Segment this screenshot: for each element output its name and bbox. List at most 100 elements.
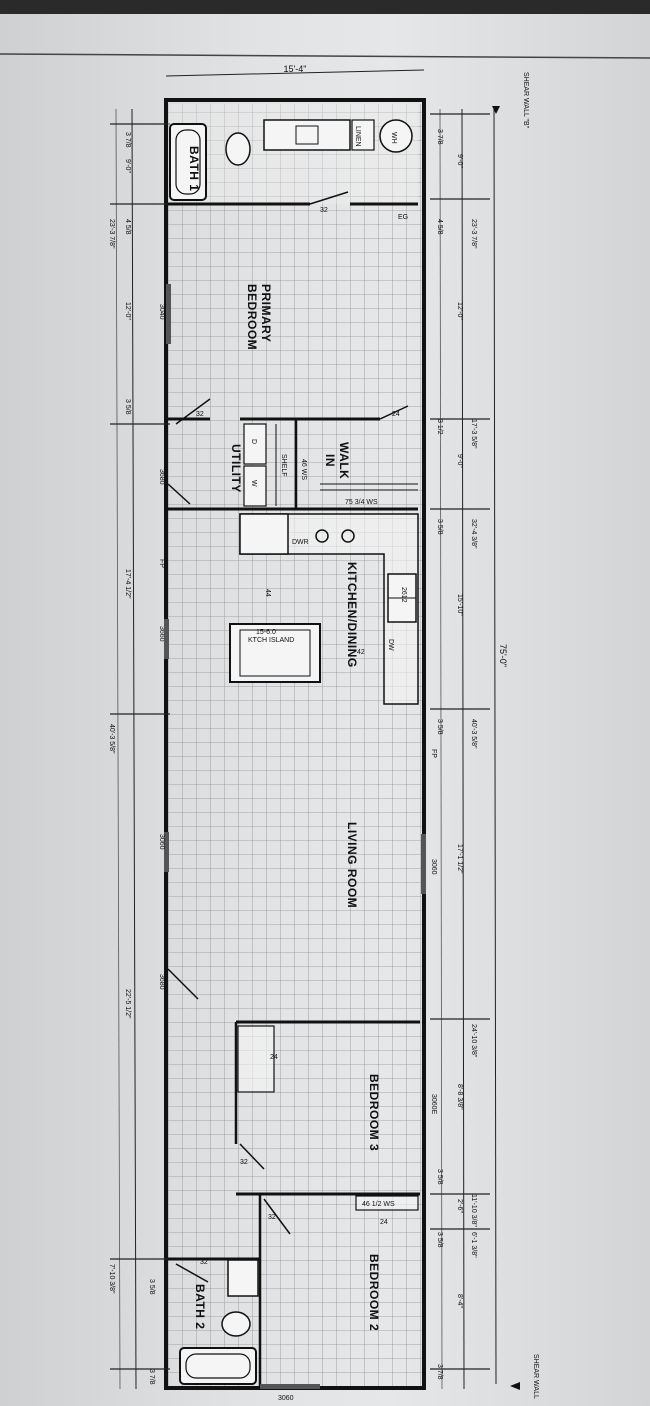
bedroom2-closet xyxy=(355,1195,419,1211)
washer xyxy=(243,465,267,507)
dim-left-9: 3 5/8 xyxy=(148,1279,155,1295)
dim-right-5: 3 1/2 xyxy=(436,419,443,435)
bedroom2-closet-label: 24 xyxy=(380,1219,388,1226)
dim-right-15: 8'-8 3/8" xyxy=(456,1084,463,1110)
living-window-right xyxy=(421,834,426,894)
water-heater xyxy=(379,119,413,153)
bedroom2-window xyxy=(260,1384,320,1389)
burner-2 xyxy=(341,529,355,543)
room-label-kitchen: KITCHEN/DINING xyxy=(345,562,359,668)
toilet-2 xyxy=(221,1311,251,1337)
dim-left-11: 3 7/8 xyxy=(148,1369,155,1385)
dwr-label: DWR xyxy=(292,539,309,546)
bathtub-2 xyxy=(179,1347,257,1385)
dim-right-20: 6'-1 3/8" xyxy=(470,1232,477,1258)
dryer xyxy=(243,423,267,465)
room-label-utility: UTILITY xyxy=(229,444,243,493)
kitchen-area: DWR DW KTCH ISLAND 15-6.0 KITCHEN/DINING… xyxy=(158,513,419,705)
dim-right-12: 3 5/8 xyxy=(436,719,443,735)
dim-right-9: 3 5/8 xyxy=(436,519,443,535)
walkin-shelf-label: 75 3/4 WS xyxy=(345,499,378,506)
bedroom3-window-label: 3060E xyxy=(430,1094,437,1115)
width-dim-label: 15'-4" xyxy=(284,64,307,74)
primary-door-icon xyxy=(175,398,211,425)
toilet-1 xyxy=(225,132,251,166)
dim-right-3: 23'-3 7/8" xyxy=(470,219,477,249)
kitchen-window-label: 2612 xyxy=(400,587,407,603)
bath1-door-icon xyxy=(309,191,349,205)
bedroom3-area: BEDROOM 3 3060E 32 24 xyxy=(234,1020,437,1196)
dim-ticks xyxy=(110,113,490,1370)
vanity-1 xyxy=(263,119,351,151)
dim-left-0: 3 7/8 xyxy=(124,132,131,148)
shear-wall-bottom-label: SHEAR WALL xyxy=(532,1354,539,1399)
room-label-walkin-2: IN xyxy=(323,454,337,467)
dim-right-13: 17'-1 1/2" xyxy=(456,844,463,874)
dim-left-1: 9'-0" xyxy=(124,159,131,173)
primary-window xyxy=(166,284,171,344)
island-label: KTCH ISLAND xyxy=(248,637,294,644)
bathtub-1 xyxy=(169,123,207,201)
fp-label-1: FP xyxy=(158,559,165,568)
floor-grid xyxy=(168,104,424,1386)
dim-left-6: 17'-4 1/2" xyxy=(124,569,131,599)
bath2-door-icon xyxy=(175,1263,209,1283)
bedroom3-door-label: 32 xyxy=(240,1159,248,1166)
bath1-door-label: 32 xyxy=(320,207,328,214)
dryer-label: D xyxy=(250,439,257,444)
living-window-left-label: 3060 xyxy=(158,834,165,850)
shear-wall-bottom-arrow xyxy=(510,1382,520,1390)
bedroom3-door-icon xyxy=(239,1143,265,1170)
living-room-area: LIVING ROOM 3060 3060 FP 3680 xyxy=(158,749,437,1000)
kitchen-left-window-label: 3660 xyxy=(158,626,165,642)
room-label-bedroom3: BEDROOM 3 xyxy=(367,1074,381,1151)
left-dim-line xyxy=(131,108,137,1390)
utility-shelf-label: SHELF xyxy=(280,454,287,477)
dim-left-4: 12'-0" xyxy=(124,302,131,320)
length-dim-label: 75'-0" xyxy=(498,644,508,667)
shear-wall-top-arrow xyxy=(492,106,500,114)
dim-right-21: 8'-4" xyxy=(456,1294,463,1308)
room-label-bath2: BATH 2 xyxy=(193,1284,207,1329)
dim-left-3: 23'-3 7/8" xyxy=(108,219,115,249)
dw-label: DW xyxy=(387,639,394,651)
bedroom2-shelf-label: 46 1/2 WS xyxy=(362,1201,395,1208)
dim-right-19: 3 5/8 xyxy=(436,1232,443,1248)
paper-sheet: 15'-4" 75'-0" 3 7/8 9'-0" 4 5/8 23'-3 7/… xyxy=(0,14,650,1406)
dim-left-2: 4 5/8 xyxy=(124,219,131,235)
room-label-bedroom2: BEDROOM 2 xyxy=(367,1254,381,1331)
bedroom2-door-icon xyxy=(263,1198,291,1235)
dim-right-11: 40'-3 5/8" xyxy=(470,719,477,749)
right-dim-line xyxy=(461,108,465,1390)
room-label-living: LIVING ROOM xyxy=(345,822,359,908)
living-window-left xyxy=(164,832,169,872)
bath1-area: BATH 1 LINEN WH 32 EG xyxy=(168,104,418,221)
right-dim-line-2 xyxy=(439,108,443,1390)
primary-bedroom-area: PRIMARY BEDROOM 3040 32 24 xyxy=(158,284,409,425)
utility-ws-label: 46 WS xyxy=(300,459,307,480)
walkin-door-label: 24 xyxy=(392,411,400,418)
dim-44: 44 xyxy=(264,589,271,597)
dim-right-2: 4 5/8 xyxy=(436,219,443,235)
length-dim-line xyxy=(493,105,497,1385)
wh-label: WH xyxy=(390,132,397,144)
width-dim-line xyxy=(165,69,425,77)
walkin-door-icon xyxy=(379,405,409,420)
island-size-label: 15-6.0 xyxy=(256,629,276,636)
fp-label-2: FP xyxy=(430,749,437,758)
floor-plan: 15'-4" 75'-0" 3 7/8 9'-0" 4 5/8 23'-3 7/… xyxy=(0,53,650,1402)
living-window-right-label: 3060 xyxy=(430,859,437,875)
bedroom2-door-label: 32 xyxy=(268,1214,276,1221)
dim-left-8: 22'-5 1/2" xyxy=(124,989,131,1019)
room-label-bath1: BATH 1 xyxy=(187,146,201,191)
left-dim-line-2 xyxy=(115,108,121,1390)
dim-right-10: 15'-10" xyxy=(456,594,463,616)
dim-right-17: 11'-10 3/8" xyxy=(470,1194,477,1227)
utility-door-label: 3680 xyxy=(158,469,165,485)
left-dim-labels: 3 7/8 9'-0" 4 5/8 23'-3 7/8" 12'-0" 3 5/… xyxy=(108,132,155,1385)
dim-right-18: 2'-6" xyxy=(456,1199,463,1213)
front-door-icon xyxy=(167,968,199,1000)
kitchen-island xyxy=(229,623,321,683)
dim-right-8: 32'-4 3/8" xyxy=(470,519,477,549)
dim-left-10: 7'-10 3/8" xyxy=(108,1264,115,1294)
